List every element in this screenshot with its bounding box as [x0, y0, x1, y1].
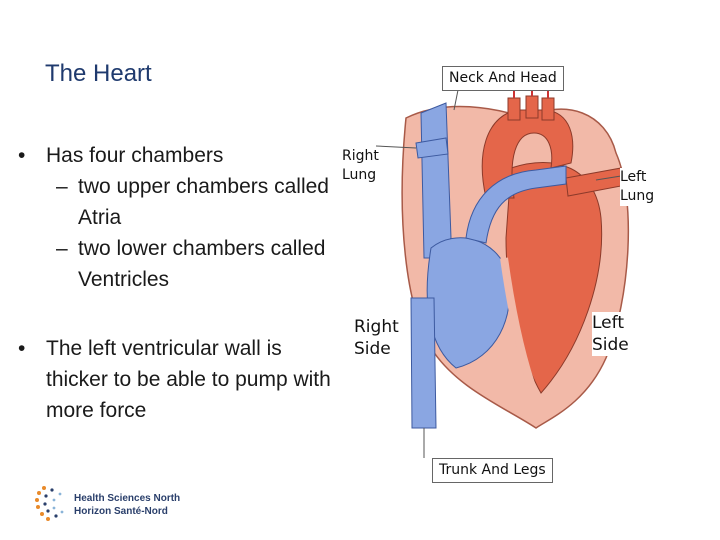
dash-glyph: – — [56, 237, 68, 260]
sub-bullet-item: – two upper chambers called Atria — [18, 171, 348, 233]
logo-text: Health Sciences North Horizon Santé-Nord — [74, 492, 180, 518]
label-left-lung: Left Lung — [620, 168, 655, 206]
aorta-branch — [541, 97, 555, 121]
septum — [500, 257, 540, 400]
aorta-branch — [507, 97, 521, 121]
heart-diagram — [375, 86, 630, 458]
bullet-glyph: • — [18, 337, 26, 360]
bullet-glyph: • — [18, 144, 26, 167]
logo-text-line: Horizon Santé-Nord — [74, 506, 168, 517]
bullet-text: The left ventricular wall is thicker to … — [46, 337, 331, 422]
label-right-lung-line: Right — [342, 148, 379, 164]
superior-vena-cava — [420, 102, 452, 259]
label-right-side: Right Side — [354, 316, 399, 360]
label-neck-and-head: Neck And Head — [442, 66, 564, 91]
sub-bullet-text: two lower chambers called Ventricles — [78, 237, 326, 291]
aorta-branch — [525, 95, 539, 119]
bullet-item: • The left ventricular wall is thicker t… — [18, 333, 348, 426]
bullet-item: • Has four chambers — [18, 140, 348, 171]
bullet-text: Has four chambers — [46, 144, 224, 167]
slide-title: The Heart — [45, 60, 152, 87]
aorta-vessel — [481, 109, 574, 199]
label-left-lung-line: Lung — [620, 188, 655, 204]
label-right-lung-line: Lung — [342, 167, 377, 183]
label-right-side-line: Side — [354, 339, 391, 359]
label-left-side-line: Left — [592, 313, 624, 333]
dash-glyph: – — [56, 175, 68, 198]
label-right-lung: Right Lung — [342, 147, 379, 185]
label-left-side: Left Side — [592, 312, 629, 356]
label-left-side-line: Side — [592, 335, 629, 355]
pointer-line — [453, 89, 459, 111]
bullet-list: • Has four chambers – two upper chambers… — [18, 140, 348, 426]
health-sciences-north-logo-icon — [35, 486, 64, 521]
label-left-lung-line: Left — [620, 169, 647, 185]
logo-text-line: Health Sciences North — [74, 493, 181, 504]
pulmonary-artery — [465, 165, 567, 244]
label-right-side-line: Right — [354, 317, 399, 337]
pointer-line — [595, 175, 622, 181]
label-trunk-and-legs: Trunk And Legs — [432, 458, 553, 483]
pointer-line — [375, 145, 417, 149]
inferior-vena-cava — [410, 297, 437, 429]
sub-bullet-text: two upper chambers called Atria — [78, 175, 329, 229]
sub-bullet-item: – two lower chambers called Ventricles — [18, 233, 348, 295]
pulmonary-artery-branch — [415, 137, 449, 159]
